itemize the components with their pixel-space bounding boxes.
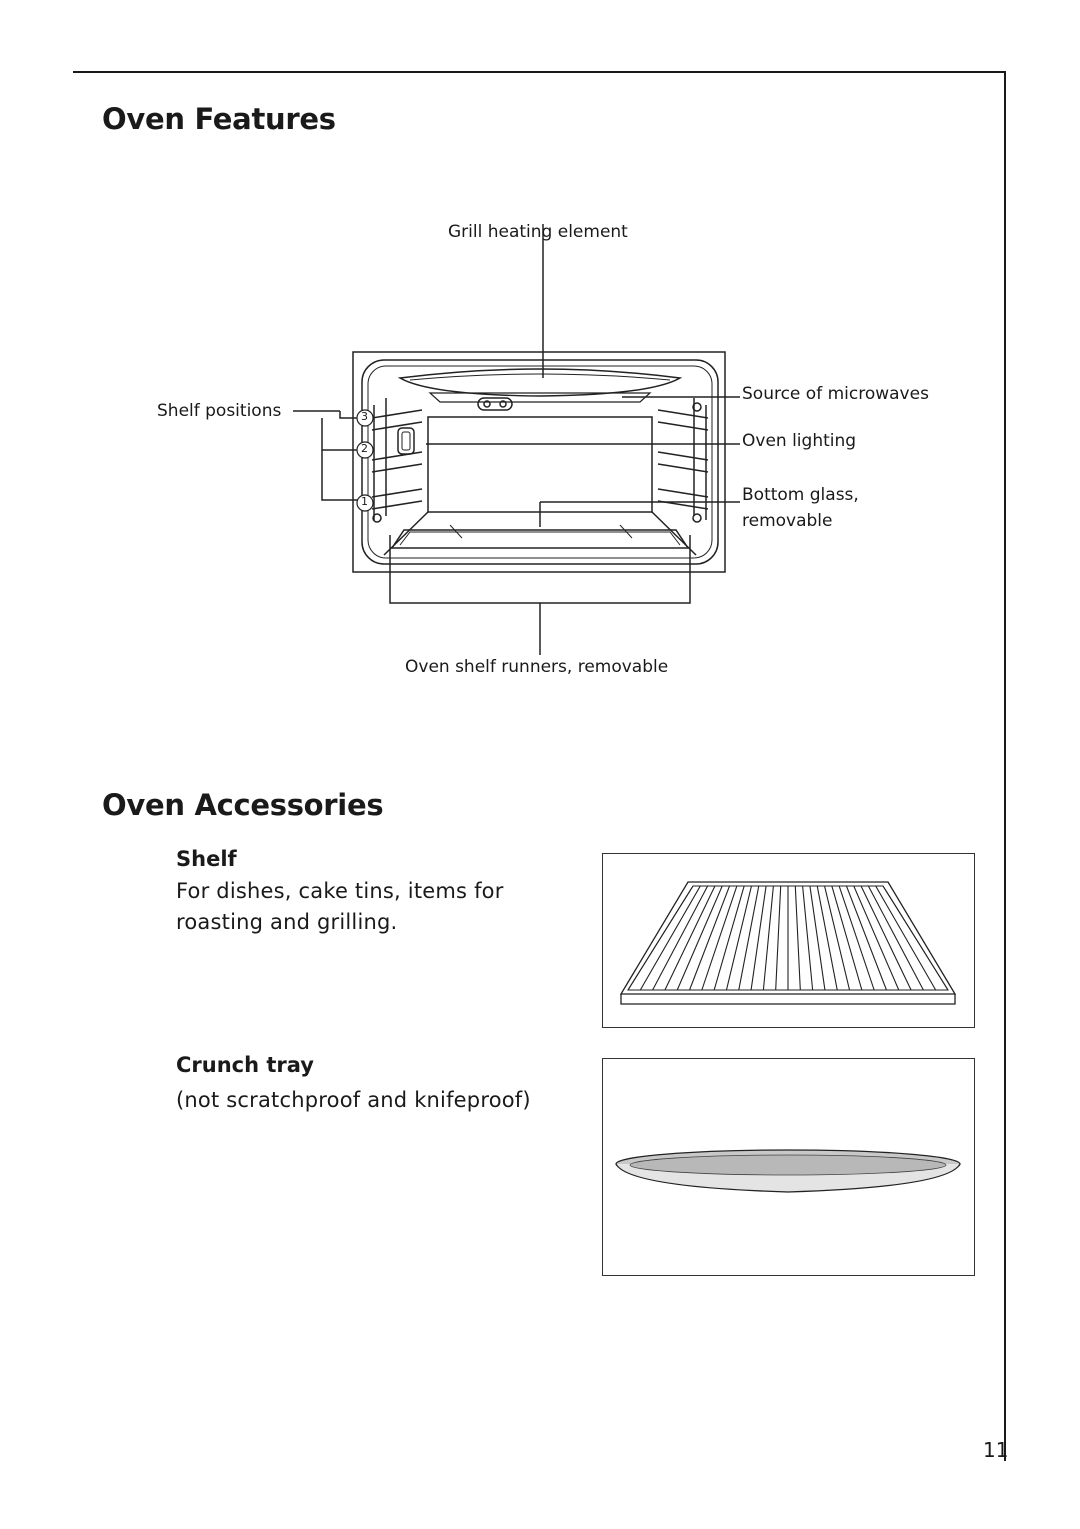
shelf-wire-bar [831, 885, 863, 991]
shelf-position-1-circle [356, 494, 374, 512]
oven-shelf-illustration [619, 881, 957, 1005]
shelf-wire-bar [738, 885, 760, 991]
shelf-wire-bar [860, 885, 912, 991]
oven-cavity [361, 359, 719, 565]
shelf-wire-bar [845, 885, 887, 991]
shelf-wire-bar [809, 885, 826, 991]
shelf-wire-bar [725, 885, 752, 991]
crunch-tray-illustration [615, 1149, 961, 1193]
shelf-position-1-number: 1 [361, 495, 368, 508]
shelf-wire-bar [875, 885, 937, 991]
shelf-wire-bar [664, 885, 716, 991]
shelf-position-2-number: 2 [361, 442, 368, 455]
accessories-heading: Oven Accessories [102, 788, 384, 822]
shelf-wire-bar [750, 885, 767, 991]
shelf-wire-bar [627, 885, 694, 991]
shelf-position-2-circle [356, 441, 374, 459]
shelf-wire-bar [701, 885, 738, 991]
crunch-tray-illustration-box [602, 1058, 975, 1276]
shelf-illustration-box [602, 853, 975, 1028]
shelf-wire-bar [867, 885, 924, 991]
shelf-wire-bar [838, 885, 875, 991]
shelf-description-line2: roasting and grilling. [176, 910, 398, 934]
shelf-wire-bar [824, 885, 851, 991]
shelf-wire-bar [794, 885, 801, 991]
shelf-wire-bar [802, 885, 814, 991]
shelf-wire-bar [713, 885, 745, 991]
shelf-position-3-number: 3 [361, 410, 368, 423]
bottom-glass-label-line2: removable [742, 511, 833, 531]
grill-element-shape [397, 368, 683, 397]
shelf-wire-bar [762, 885, 774, 991]
runners-bracket [389, 535, 691, 604]
bottom-glass-label-line1: Bottom glass, [742, 485, 859, 505]
page-number: 11 [983, 1438, 1009, 1462]
oven-lamp [397, 427, 415, 455]
crunch-tray-description: (not scratchproof and knifeproof) [176, 1088, 531, 1112]
shelf-wire-bar [853, 885, 900, 991]
shelf-wire-bar [816, 885, 838, 991]
shelf-description: For dishes, cake tins, items for roastin… [176, 876, 504, 938]
shelf-wire-bar [689, 885, 731, 991]
grill-label: Grill heating element [448, 222, 628, 242]
top-rule [73, 71, 1006, 73]
microwaves-label: Source of microwaves [742, 384, 929, 404]
shelf-wire-bar [639, 885, 701, 991]
shelf-wire-bar [652, 885, 709, 991]
lighting-label: Oven lighting [742, 431, 857, 451]
runners-label: Oven shelf runners, removable [405, 657, 669, 677]
shelf-wire-bar [882, 885, 949, 991]
features-heading: Oven Features [102, 102, 336, 136]
oven-outer-frame [352, 351, 726, 573]
shelf-heading: Shelf [176, 847, 237, 871]
shelf-description-line1: For dishes, cake tins, items for [176, 879, 504, 903]
right-rule [1004, 71, 1006, 1461]
shelf-position-3-circle [356, 409, 374, 427]
shelf-positions-label: Shelf positions [157, 401, 282, 421]
shelf-wire-bar [676, 885, 723, 991]
shelf-wire-bar [775, 885, 782, 991]
crunch-tray-heading: Crunch tray [176, 1053, 314, 1077]
oven-features-diagram [293, 224, 740, 655]
